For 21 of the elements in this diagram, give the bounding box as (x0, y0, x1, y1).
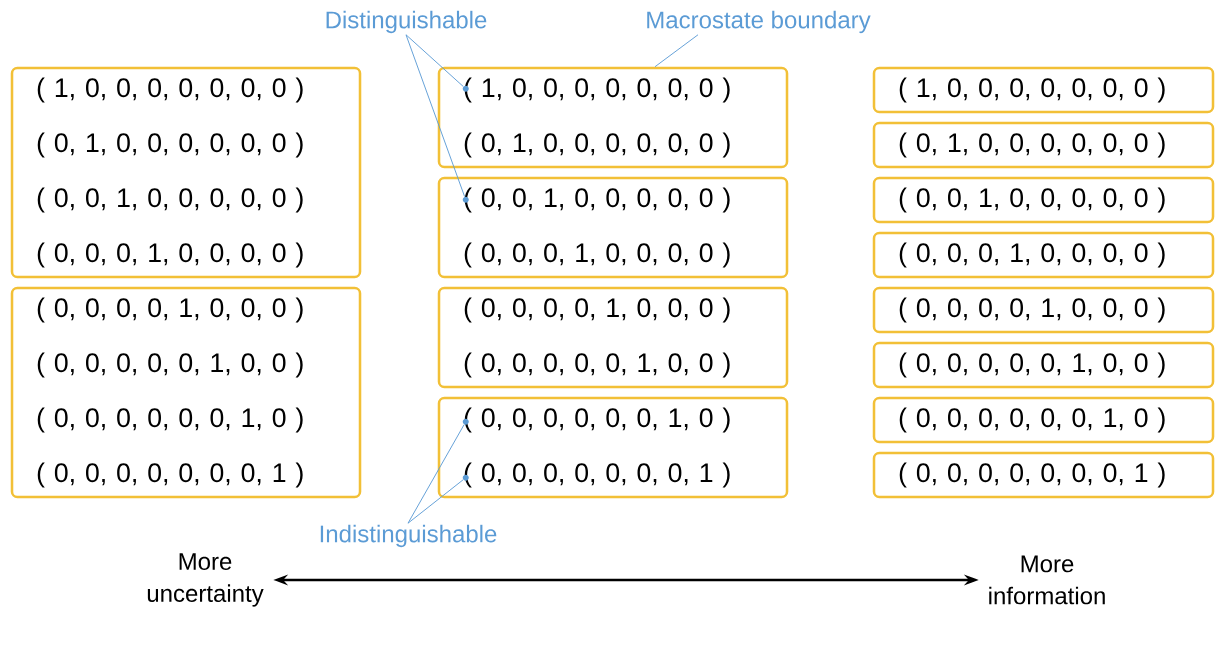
state-box: ( 1, 0, 0, 0, 0, 0, 0, 0 ) (872, 66, 1215, 114)
annotation-label: Distinguishable (326, 10, 487, 34)
axis-label: More information (989, 555, 1105, 605)
state-box: ( 0, 0, 0, 0, 0, 0, 1, 0 ) (872, 396, 1215, 444)
leader-line (405, 34, 464, 87)
leader-line (407, 479, 464, 524)
annotation-label: Indistinguishable (320, 524, 497, 548)
state-box: ( 0, 0, 0, 0, 1, 0, 0, 0 ) (872, 286, 1215, 334)
state-box: ( 0, 0, 0, 0, 0, 1, 0, 0 ) (872, 341, 1215, 389)
state-box: ( 0, 0, 0, 0, 0, 0, 0, 1 ) (872, 451, 1215, 499)
axis-label: More uncertainty (147, 553, 264, 607)
state-box: ( 0, 0, 0, 1, 0, 0, 0, 0 ) (872, 231, 1215, 279)
state-box: ( 0, 0, 0, 0, 1, 0, 0, 0 ) ( 0, 0, 0, 0, 0, 1, 0, 0 ) (437, 286, 789, 389)
state-box: ( 0, 1, 0, 0, 0, 0, 0, 0 ) (872, 121, 1215, 169)
leader-line (654, 34, 699, 68)
state-box: ( 0, 0, 1, 0, 0, 0, 0, 0 ) (872, 176, 1215, 224)
state-box: ( 1, 0, 0, 0, 0, 0, 0, 0 ) ( 0, 1, 0, 0, 0, 0, 0, 0 ) ( 0, 0, 1, 0, 0, 0, 0, 0 ) ( 0, 0, 0, 1, 0, 0, 0, 0 ) (10, 66, 362, 279)
leader-line (407, 424, 465, 524)
annotation-label: Macrostate boundary (647, 10, 871, 34)
leader-line (405, 34, 466, 198)
state-box: ( 0, 0, 0, 0, 1, 0, 0, 0 ) ( 0, 0, 0, 0, 0, 1, 0, 0 ) ( 0, 0, 0, 0, 0, 0, 1, 0 ) ( 0, 0, 0, 0, 0, 0, 0, 1 ) (10, 286, 362, 499)
